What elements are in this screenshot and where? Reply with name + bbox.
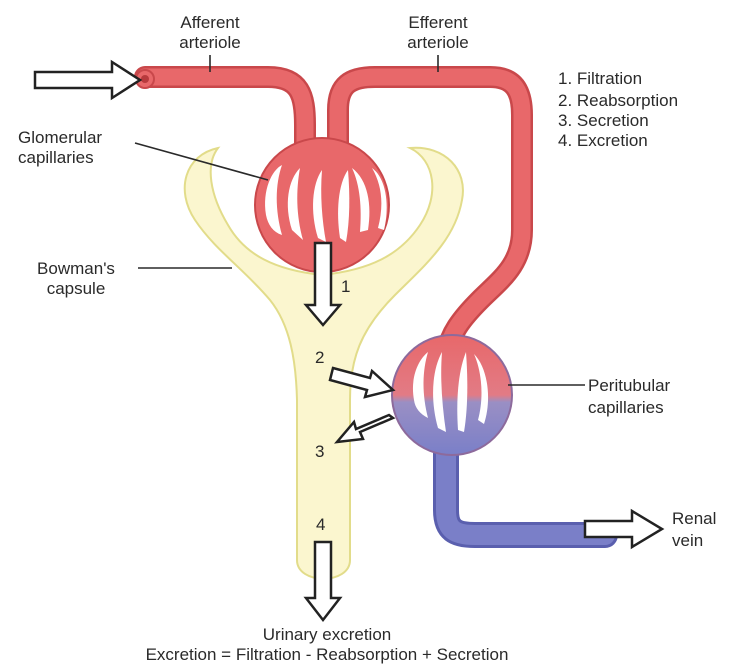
afferent-label-2: arteriole xyxy=(179,33,240,52)
process-list-item-2: 2. Reabsorption xyxy=(558,91,678,110)
renal-label-2: vein xyxy=(672,531,703,550)
process-list-item-4: 4. Excretion xyxy=(558,131,648,150)
peritubular-capillaries xyxy=(392,335,605,535)
glomerular-label-2: capillaries xyxy=(18,148,94,167)
afferent-label-1: Afferent xyxy=(180,13,240,32)
process-number-4: 4 xyxy=(316,515,325,534)
peritubular-label-2: capillaries xyxy=(588,398,664,417)
renal-label-1: Renal xyxy=(672,509,716,528)
efferent-label-1: Efferent xyxy=(408,13,468,32)
process-number-3: 3 xyxy=(315,442,324,461)
inflow-arrow xyxy=(35,62,140,98)
afferent-arteriole xyxy=(136,70,305,145)
glomerular-label-1: Glomerular xyxy=(18,128,102,147)
process-number-1: 1 xyxy=(341,277,350,296)
process-list-item-3: 3. Secretion xyxy=(558,111,649,130)
excretion-formula: Excretion = Filtration - Reabsorption + … xyxy=(146,645,509,664)
process-number-2: 2 xyxy=(315,348,324,367)
urinary-excretion-label: Urinary excretion xyxy=(263,625,392,644)
bowmans-label-2: capsule xyxy=(47,279,106,298)
bowmans-label-1: Bowman's xyxy=(37,259,115,278)
peritubular-label-1: Peritubular xyxy=(588,376,671,395)
process-list-item-1: 1. Filtration xyxy=(558,69,642,88)
efferent-label-2: arteriole xyxy=(407,33,468,52)
